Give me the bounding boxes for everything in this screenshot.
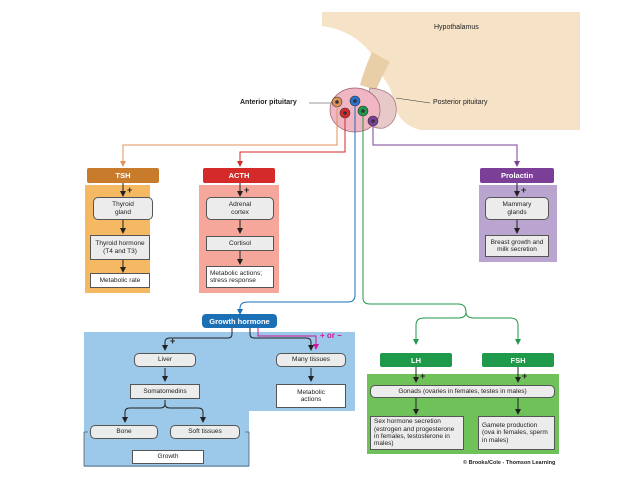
breast-growth-box: Breast growth and milk secretion (485, 235, 549, 257)
mammary-glands-box: Mammary glands (485, 197, 549, 220)
thyroid-hormone-box: Thyroid hormone (T4 and T3) (90, 235, 150, 260)
bone-box: Bone (90, 425, 158, 439)
posterior-pituitary-label: Posterior pituitary (433, 99, 488, 106)
tsh-plus-sign: + (127, 185, 133, 195)
soft-tissues-box: Soft tissues (170, 425, 240, 439)
pituitary-stalk (360, 52, 390, 90)
adrenal-cortex-box: Adrenal cortex (206, 197, 274, 220)
lh-header: LH (380, 353, 452, 367)
acth-header: ACTH (203, 168, 275, 183)
liver-box: Liver (134, 353, 196, 367)
gamete-production-box: Gamete production (ova in females, sperm… (478, 416, 555, 450)
prolactin-header: Prolactin (480, 168, 554, 183)
growth-hormone-header: Growth hormone (202, 314, 277, 328)
liver-plus-sign: + (170, 336, 176, 346)
hypothalamus-shape (322, 12, 580, 130)
many-tissues-box: Many tissues (276, 353, 346, 367)
somatomedins-box: Somatomedins (130, 384, 200, 399)
prolactin-plus-sign: + (521, 185, 527, 195)
thyroid-hormone-text: Thyroid hormone (T4 and T3) (95, 240, 145, 255)
tsh-header: TSH (87, 168, 159, 183)
gonads-box: Gonads (ovaries in females, testes in ma… (370, 385, 555, 398)
cortisol-box: Cortisol (206, 236, 274, 251)
hypothalamus-label: Hypothalamus (434, 24, 479, 31)
lh-plus-sign: + (420, 371, 426, 381)
acth-plus-sign: + (244, 185, 250, 195)
sex-hormone-secretion-box: Sex hormone secretion (estrogen and prog… (370, 416, 464, 450)
fsh-header: FSH (482, 353, 554, 367)
thyroid-gland-box: Thyroid gland (93, 197, 153, 220)
gh-metabolic-actions-box: Metabolic actions (276, 384, 346, 408)
fsh-plus-sign: + (522, 371, 528, 381)
metabolic-rate-box: Metabolic rate (90, 273, 150, 288)
plus-or-minus-sign: + or − (320, 331, 342, 340)
anterior-pituitary-label: Anterior pituitary (240, 99, 297, 106)
metabolic-actions-stress-box: Metabolic actions; stress response (206, 266, 274, 288)
credit-text: © Brooks/Cole - Thomson Learning (463, 460, 556, 466)
growth-box: Growth (132, 450, 204, 464)
